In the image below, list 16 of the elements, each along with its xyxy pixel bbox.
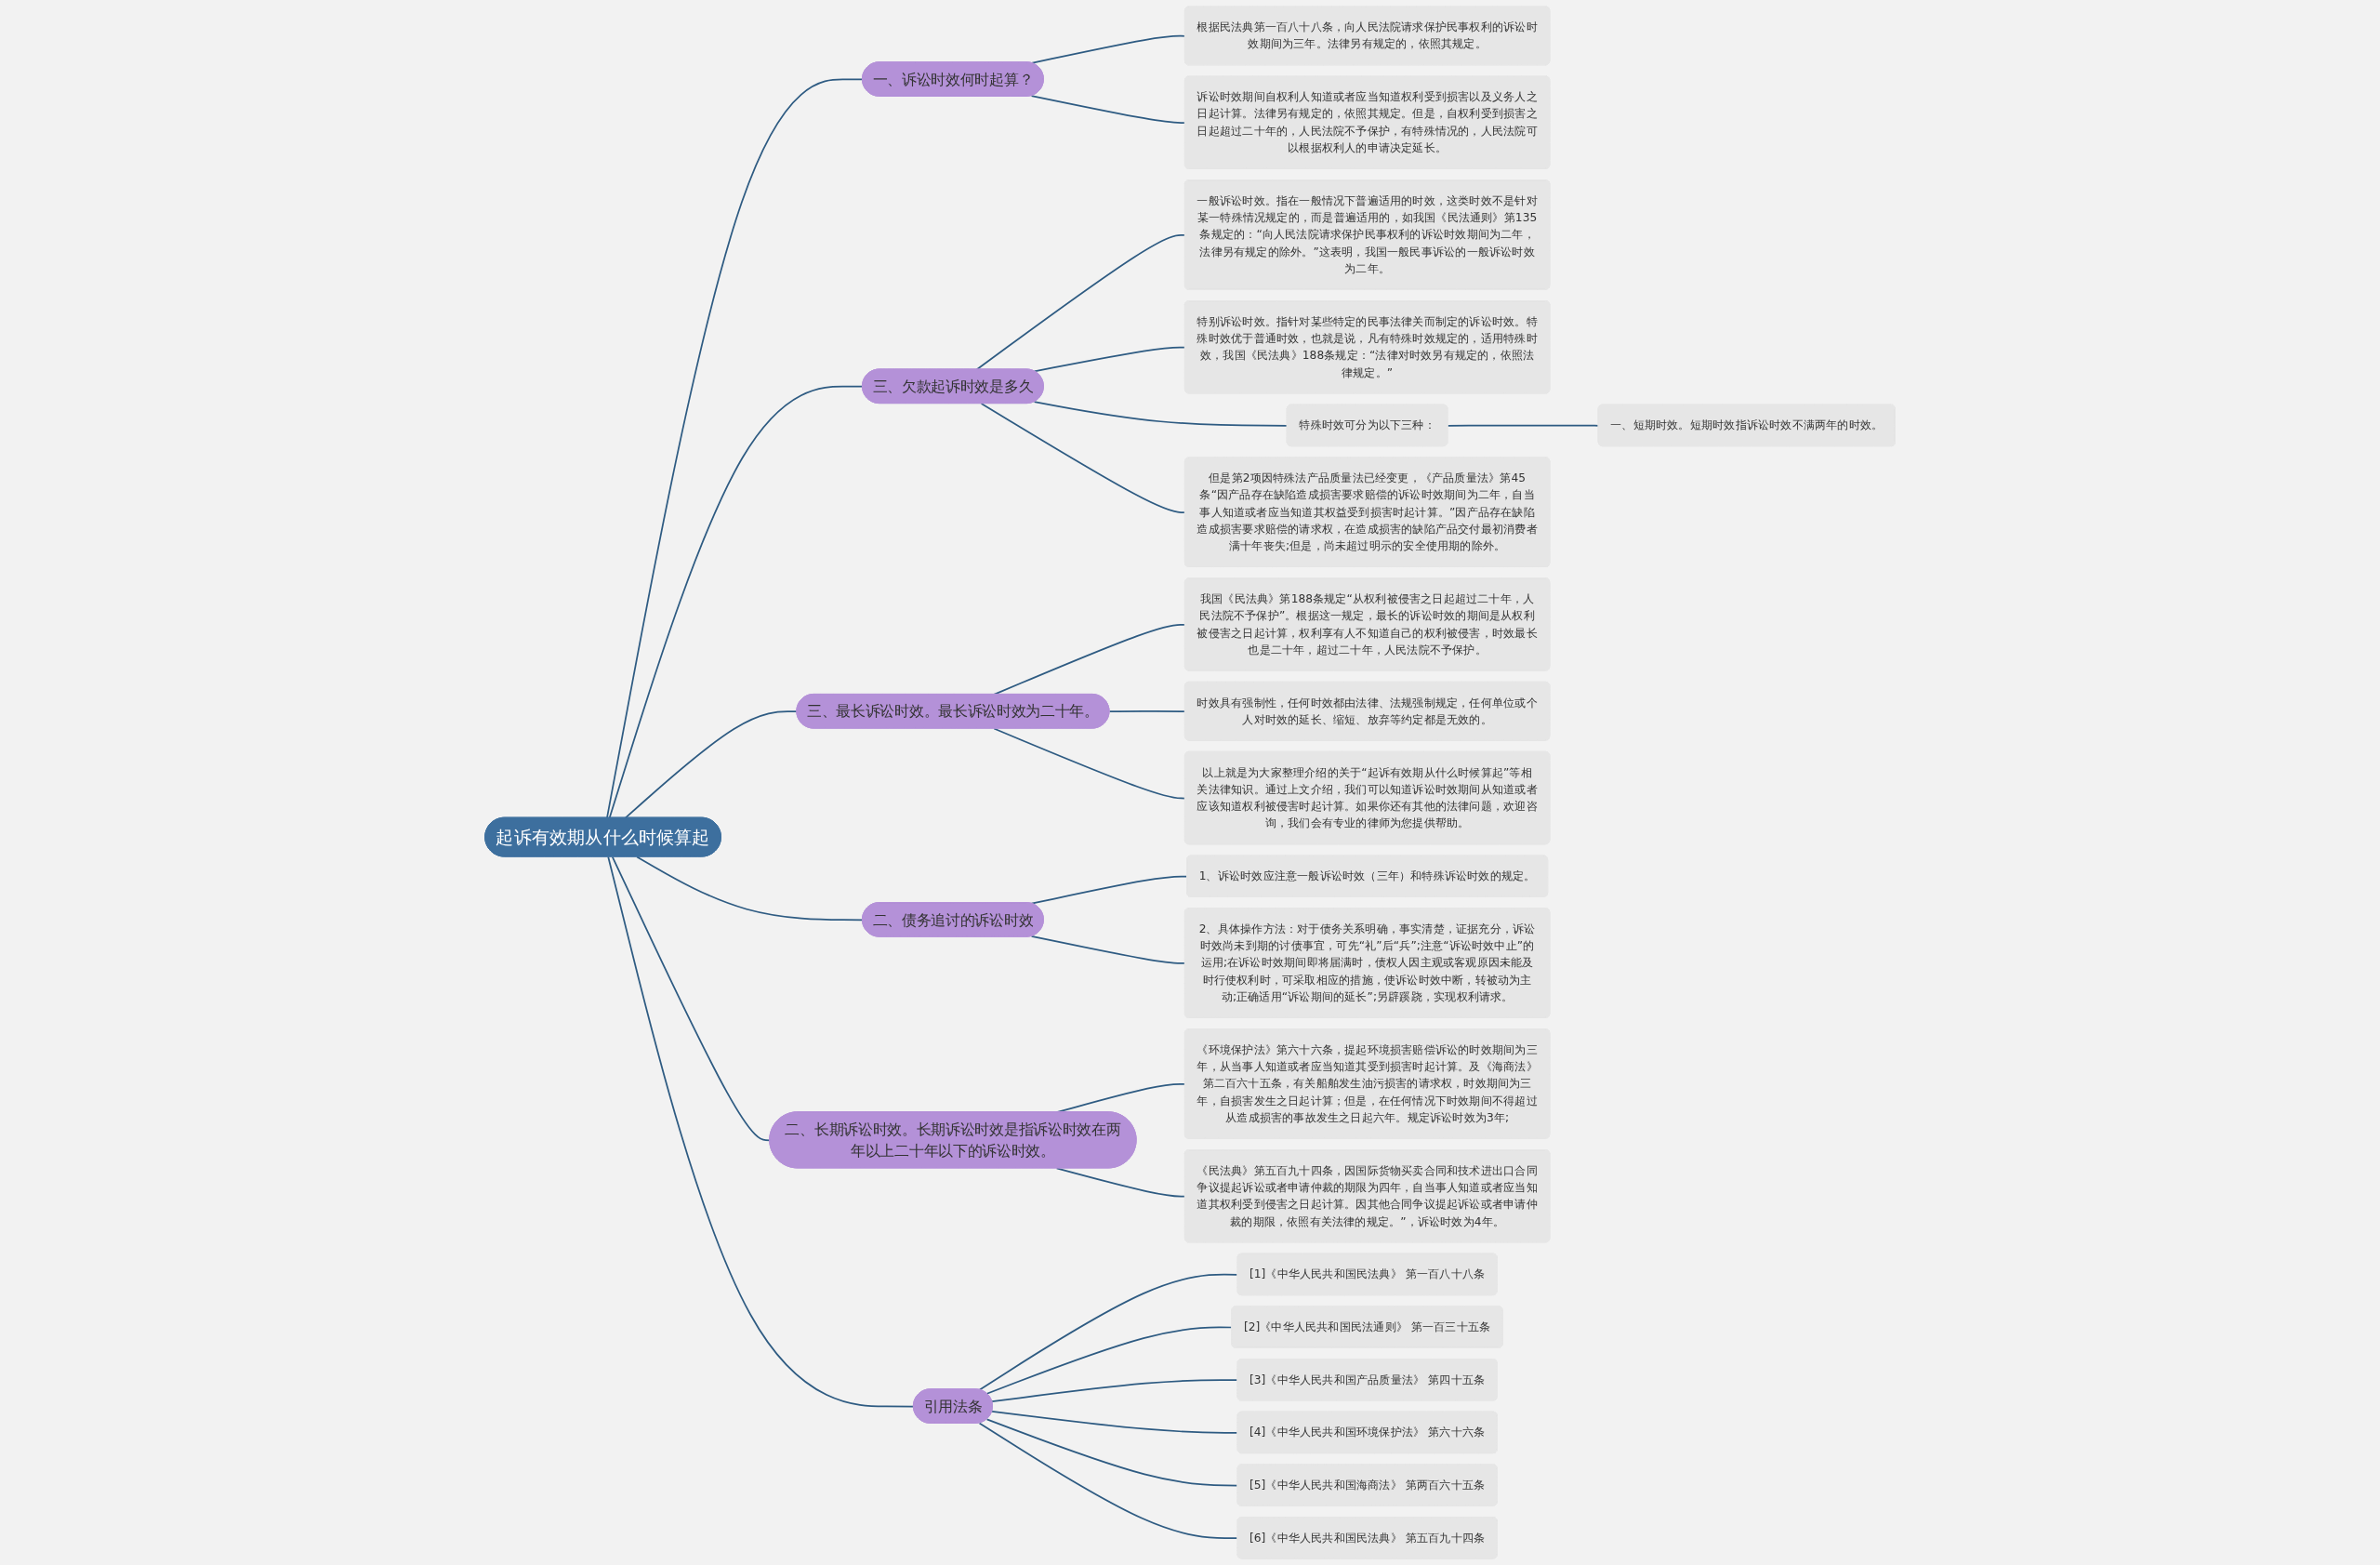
connector [980,403,1186,513]
connector [1108,710,1186,713]
connector [636,855,864,922]
connector [1055,1167,1186,1198]
connector [1030,95,1186,124]
connector [608,385,864,819]
connector [975,233,1186,371]
connector [1030,875,1188,905]
connector [1030,34,1186,64]
connector [1447,424,1600,427]
connector [606,78,864,819]
connector [993,623,1186,696]
connector [993,727,1186,800]
connector [607,855,915,1408]
connector [1030,935,1186,964]
connector [1033,401,1289,427]
